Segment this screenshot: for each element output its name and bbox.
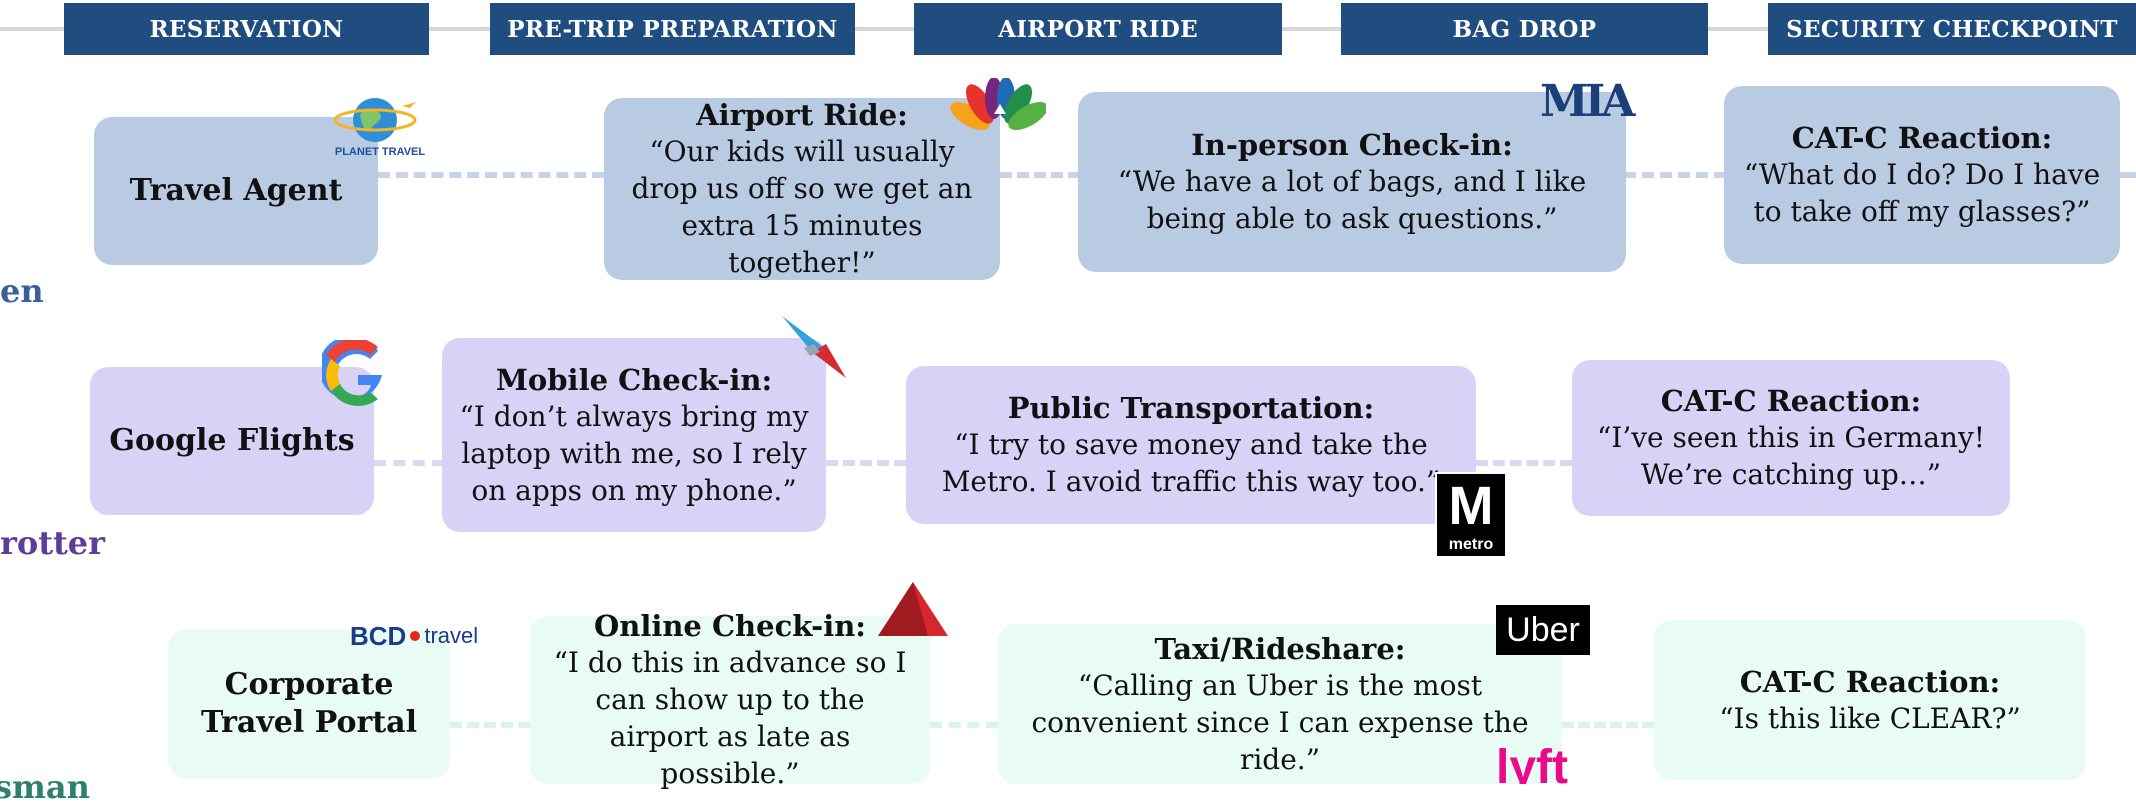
card-quote: “We have a lot of bags, and I like being… (1117, 165, 1587, 235)
lyft-text: lyft (1496, 741, 1568, 784)
row3-connector-1 (450, 722, 530, 728)
stage-pre-trip-preparation: PRE-TRIP PREPARATION (490, 3, 855, 55)
row1-connector-1 (378, 172, 604, 178)
row1-connector-3 (1624, 172, 1726, 178)
row2-connector-3 (1476, 460, 1572, 466)
uber-text: Uber (1506, 610, 1580, 649)
metro-word: metro (1448, 536, 1494, 553)
card-google-flights: Google Flights (90, 367, 374, 515)
card-quote: “I do this in advance so I can show up t… (553, 646, 907, 790)
card-title: CAT-C Reaction: (1791, 121, 2053, 155)
row2-connector-2 (826, 460, 906, 466)
stage-bag-drop: BAG DROP (1341, 3, 1708, 55)
card-title: Online Check-in: (593, 609, 867, 643)
card-title: In-person Check-in: (1191, 128, 1513, 162)
stage-security-checkpoint: SECURITY CHECKPOINT (1768, 3, 2136, 55)
bcd-travel-logo: BCD travel (350, 618, 500, 654)
card-title: CAT-C Reaction: (1660, 384, 1922, 418)
card-corporate-travel-portal: Corporate Travel Portal (168, 630, 450, 778)
card-title: Taxi/Rideshare: (1154, 631, 1406, 666)
card-quote: “I’ve seen this in Germany! We’re catchi… (1596, 421, 1986, 491)
row1-connector-4 (2118, 172, 2136, 178)
bcd-travel-text: travel (424, 623, 479, 648)
card-title: CAT-C Reaction: (1739, 664, 2001, 699)
uber-logo: Uber (1496, 605, 1590, 655)
card-quote: “Calling an Uber is the most convenient … (1031, 668, 1529, 776)
card-in-person-check-in: In-person Check-in: “We have a lot of ba… (1078, 92, 1626, 272)
mia-text: MIA (1540, 76, 1635, 127)
lyft-logo: lyft (1496, 738, 1590, 784)
card-online-check-in: Online Check-in: “I do this in advance s… (530, 609, 930, 790)
row2-connector-1 (374, 460, 444, 466)
google-logo (318, 335, 392, 410)
row3-connector-3 (1562, 722, 1654, 728)
stage-airport-ride: AIRPORT RIDE (914, 3, 1282, 55)
card-quote: “What do I do? Do I have to take off my … (1743, 158, 2101, 228)
bcd-dot-icon (410, 631, 421, 641)
row1-connector-2 (1000, 172, 1080, 178)
metro-mark: M (1448, 476, 1494, 536)
nbc-peacock-logo (950, 77, 1048, 140)
persona-label-3: sman (0, 768, 90, 806)
card-mobile-check-in: Mobile Check-in: “I don’t always bring m… (442, 338, 826, 532)
mia-logo: MIA (1540, 80, 1650, 130)
card-title: Corporate Travel Portal (200, 667, 417, 740)
metro-logo: M metro (1435, 472, 1507, 558)
card-quote: “I don’t always bring my laptop with me,… (459, 399, 809, 507)
bcd-text: BCD (350, 620, 407, 651)
card-cat-c-reaction-2: CAT-C Reaction: “I’ve seen this in Germa… (1572, 360, 2010, 516)
card-taxi-rideshare: Taxi/Rideshare: “Calling an Uber is the … (998, 624, 1562, 784)
card-title: Google Flights (109, 423, 355, 458)
persona-label-2: rotter (0, 524, 105, 562)
stage-reservation: RESERVATION (64, 3, 429, 55)
planet-travel-logo: PLANET TRAVEL (330, 92, 430, 162)
planet-travel-text: PLANET TRAVEL (334, 146, 426, 158)
american-airlines-logo (778, 308, 850, 380)
delta-logo (876, 580, 950, 640)
card-title: Public Transportation: (1007, 391, 1375, 425)
card-travel-agent: Travel Agent (94, 117, 378, 265)
card-public-transportation: Public Transportation: “I try to save mo… (906, 366, 1476, 524)
card-title: Travel Agent (129, 173, 343, 208)
card-cat-c-reaction-3: CAT-C Reaction: “Is this like CLEAR?” (1654, 620, 2086, 780)
card-title: Mobile Check-in: (495, 362, 773, 397)
card-quote: “Is this like CLEAR?” (1719, 701, 2021, 735)
card-airport-ride: Airport Ride: “Our kids will usually dro… (604, 98, 1000, 280)
persona-label-1: en (0, 272, 44, 310)
row3-connector-2 (930, 722, 998, 728)
card-cat-c-reaction-1: CAT-C Reaction: “What do I do? Do I have… (1724, 86, 2120, 264)
card-title: Airport Ride: (696, 98, 908, 132)
card-quote: “Our kids will usually drop us off so we… (631, 135, 973, 279)
card-quote: “I try to save money and take the Metro.… (941, 428, 1441, 498)
